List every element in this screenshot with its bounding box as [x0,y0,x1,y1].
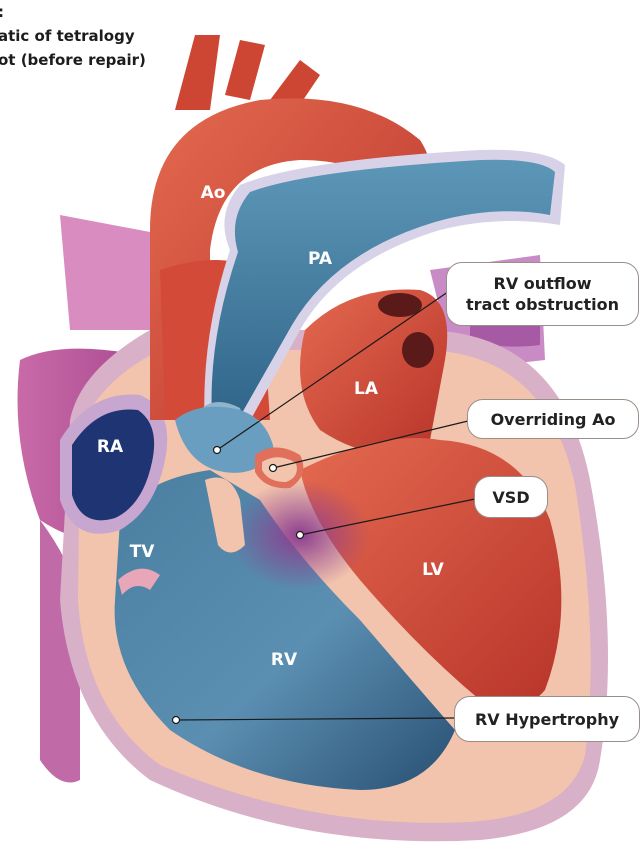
dot-overriding-ao [270,465,277,472]
left-atrium [300,290,447,453]
label-rv: RV [271,650,298,670]
callout-rv-hypertrophy: RV Hypertrophy [454,696,640,742]
label-tv: TV [130,542,156,562]
label-la: LA [354,379,379,399]
label-pa: PA [308,249,333,269]
dot-rv-outflow [214,447,221,454]
pulmonary-vein-opening-1 [378,293,422,317]
label-lv: LV [422,560,444,580]
label-ra: RA [97,437,124,457]
label-ao: Ao [201,183,226,203]
dot-rv-hypertrophy [173,717,180,724]
callout-vsd: VSD [474,476,548,518]
callout-overriding-ao: Overriding Ao [467,399,639,439]
pulmonary-vein-opening-2 [402,332,434,368]
dot-vsd [297,532,304,539]
callout-rv-outflow: RV outflow tract obstruction [446,262,639,326]
